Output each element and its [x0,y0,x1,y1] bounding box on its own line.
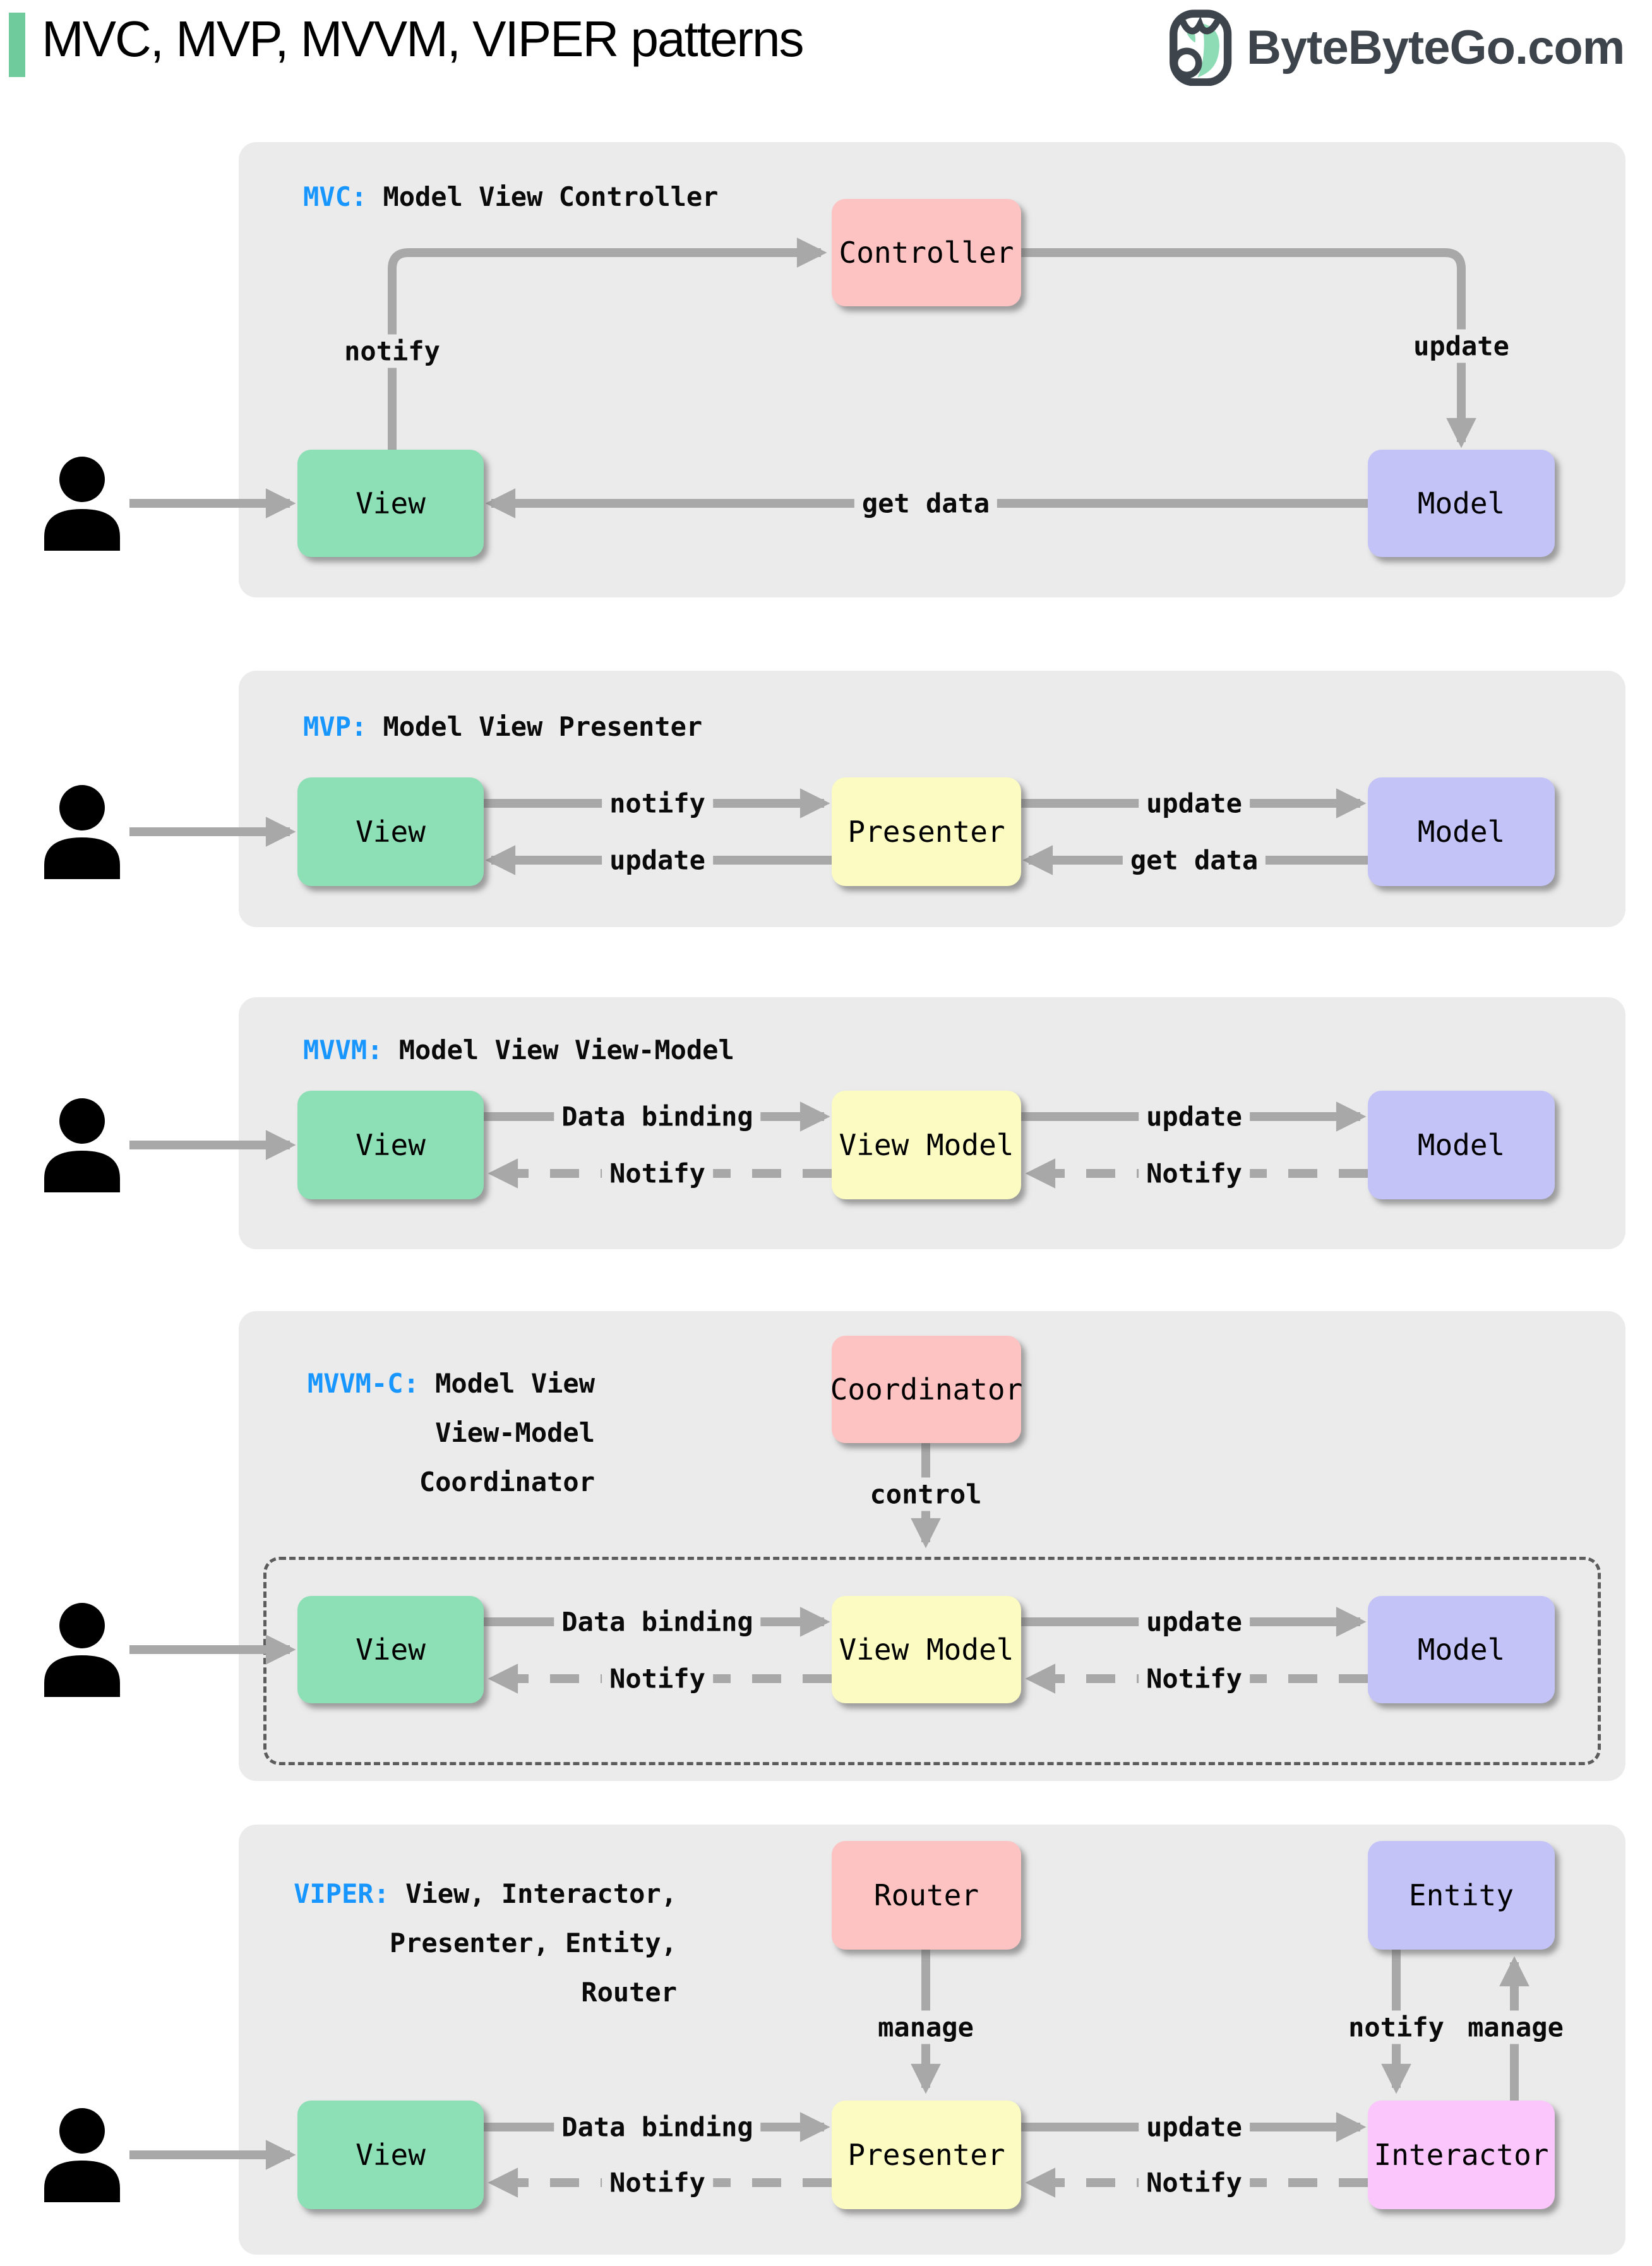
mvvm-panel-title: MVVM: Model View View-Model [303,1032,734,1069]
viper-desc-line2: Presenter, Entity, [389,1927,677,1958]
mvvm-desc: Model View View-Model [398,1034,734,1065]
user-icon [44,457,120,551]
mvc-view-box: View [297,450,484,557]
viper-abbr: VIPER: [294,1878,390,1909]
mvvmc-view-model-box: View Model [832,1596,1021,1703]
mvp-panel-title: MVP: Model View Presenter [303,709,702,745]
mvc-notify-label: notify [337,334,448,368]
viper-panel-title: VIPER: View, Interactor, Presenter, Enti… [290,1869,677,2017]
mvvmc-scope-container [263,1557,1601,1765]
user-icon [44,1603,120,1697]
user-icon [44,1098,120,1192]
viper-desc-line3: Router [581,1977,677,2008]
mvc-controller-box: Controller [832,199,1021,306]
brand: ByteByteGo.com [1167,9,1625,86]
viper-manage-entity-label: manage [1460,2010,1571,2044]
user-icon [44,785,120,879]
mvvm-notify-view-label: Notify [602,1156,713,1190]
mvvmc-notify-vm-label: Notify [1139,1662,1250,1696]
mvp-model-box: Model [1368,777,1555,886]
viper-data-binding-label: Data binding [554,2110,761,2144]
viper-notify-view-label: Notify [602,2166,713,2200]
viper-update-label: update [1139,2110,1250,2144]
mvp-update-to-view-label: update [602,843,713,877]
viper-interactor-box: Interactor [1368,2101,1555,2209]
viper-entity-box: Entity [1368,1841,1555,1950]
mvp-abbr: MVP: [303,711,368,742]
mvvmc-control-label: control [862,1477,990,1511]
mvc-update-label: update [1406,329,1517,363]
brand-text: ByteByteGo.com [1247,20,1625,75]
mvvmc-desc-line2: View-Model [435,1417,595,1448]
mvc-get-data-label: get data [854,486,998,520]
mvvmc-coordinator-box: Coordinator [830,1336,1022,1443]
mvvmc-title-line1: MVVM-C: Model View [303,1359,595,1408]
mvp-desc: Model View Presenter [383,711,703,742]
mvvm-update-label: update [1139,1100,1250,1134]
mvc-desc: Model View Controller [383,181,719,212]
mvp-update-to-model-label: update [1139,786,1250,820]
mvvm-abbr: MVVM: [303,1034,383,1065]
page-title: MVC, MVP, MVVM, VIPER patterns [42,11,805,67]
mvp-notify-label: notify [602,786,713,820]
viper-desc-line1: View, Interactor, [405,1878,677,1909]
mvc-notify-arrow [388,237,827,450]
mvvm-notify-vm-label: Notify [1139,1156,1250,1190]
viper-manage-router-label: manage [870,2010,981,2044]
mvvmc-desc-line3: Coordinator [419,1466,595,1497]
mvvm-view-model-box: View Model [832,1091,1021,1199]
viper-router-box: Router [832,1841,1021,1950]
viper-notify-entity-label: notify [1341,2010,1452,2044]
viper-title-line1: VIPER: View, Interactor, [290,1869,677,1919]
mvvmc-model-box: Model [1368,1596,1555,1703]
mvvmc-update-label: update [1139,1605,1250,1639]
mvc-model-box: Model [1368,450,1555,557]
mvp-presenter-box: Presenter [832,777,1021,886]
viper-presenter-box: Presenter [832,2101,1021,2209]
user-icon [44,2108,120,2202]
mvvmc-abbr: MVVM-C: [307,1368,419,1399]
mvc-panel-title: MVC: Model View Controller [303,179,718,215]
mvc-abbr: MVC: [303,181,368,212]
mvvmc-panel-title: MVVM-C: Model View View-Model Coordinato… [303,1359,595,1507]
viper-view-box: View [297,2101,484,2209]
mvvmc-notify-view-label: Notify [602,1662,713,1696]
mvvmc-data-binding-label: Data binding [554,1605,761,1639]
mvvmc-desc-line1: Model View [435,1368,595,1399]
mvp-get-data-label: get data [1122,843,1266,877]
mvvm-data-binding-label: Data binding [554,1100,761,1134]
title-accent-bar [9,13,25,77]
mvvm-view-box: View [297,1091,484,1199]
mvvm-model-box: Model [1368,1091,1555,1199]
bytebytego-bird-icon [1170,9,1232,86]
mvc-update-arrow [1021,248,1476,448]
mvp-view-box: View [297,777,484,886]
mvvmc-view-box: View [297,1596,484,1703]
viper-notify-pres-label: Notify [1139,2166,1250,2200]
